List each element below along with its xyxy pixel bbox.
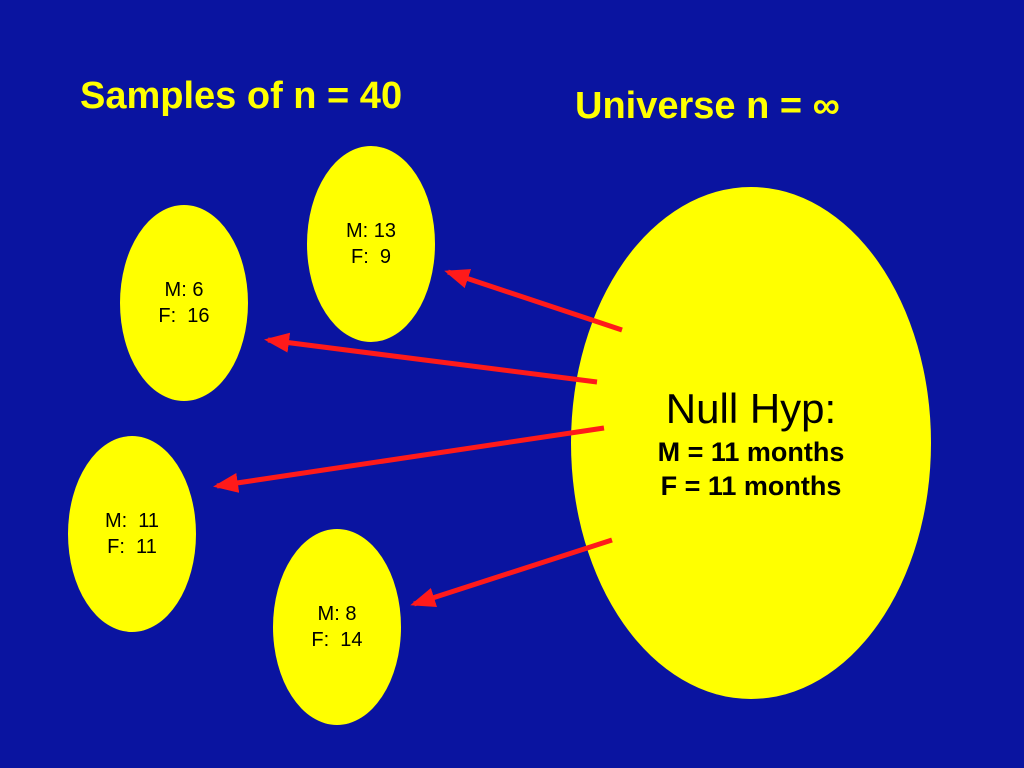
arrow-to-sample-2 [264,332,598,385]
samples-title: Samples of n = 40 [80,75,403,117]
sample-1-male: M: 13 [345,220,397,242]
universe-title: Universe n = ∞ [575,85,840,127]
sample-4-female: F: 14 [311,629,363,651]
sample-ellipse-2: M: 6 F: 16 [120,205,248,401]
sample-ellipse-4: M: 8 F: 14 [273,529,401,725]
sample-ellipse-3: M: 11 F: 11 [68,436,196,632]
null-hypothesis-female: F = 11 months [660,471,842,501]
sample-3-male: M: 11 [104,510,160,532]
sample-2-female: F: 16 [158,305,210,327]
arrow-to-sample-4 [410,537,613,608]
sample-ellipse-1: M: 13 F: 9 [307,146,435,342]
arrow-to-sample-1 [444,269,623,333]
null-hypothesis-heading: Null Hyp: [665,385,837,432]
sample-1-female: F: 9 [350,246,391,268]
sample-4-male: M: 8 [317,603,357,625]
sample-3-female: F: 11 [107,536,157,558]
sample-2-male: M: 6 [164,279,204,301]
null-hypothesis-male: M = 11 months [657,437,845,467]
arrow-to-sample-3 [213,425,605,493]
universe-ellipse: Null Hyp: M = 11 months F = 11 months [571,187,931,699]
